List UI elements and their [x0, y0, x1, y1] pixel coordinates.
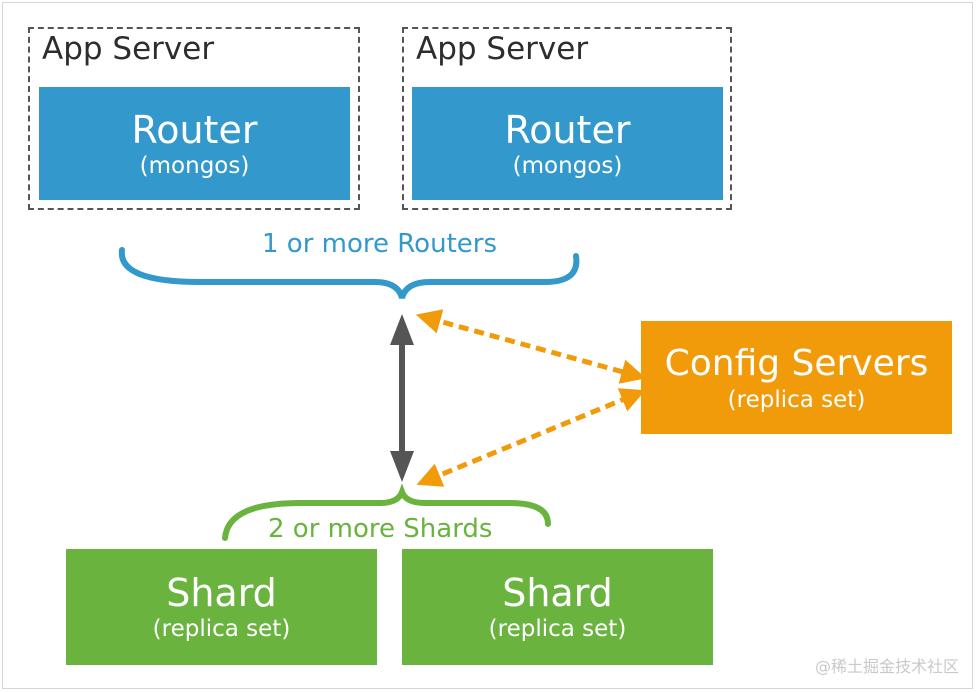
- config-servers-box: Config Servers (replica set): [641, 321, 952, 434]
- shard-box-1: Shard (replica set): [66, 549, 377, 665]
- shards-brace: [222, 483, 551, 541]
- config-servers-title: Config Servers: [664, 342, 929, 384]
- watermark-text: @稀土掘金技术社区: [814, 657, 959, 676]
- app-server-2: App Server Router (mongos): [402, 27, 732, 210]
- router-subtitle: (mongos): [139, 152, 250, 179]
- shard-subtitle: (replica set): [488, 616, 627, 642]
- router-title: Router: [504, 107, 631, 152]
- router-box-1: Router (mongos): [39, 87, 350, 200]
- router-title: Router: [131, 107, 258, 152]
- app-server-label: App Server: [42, 31, 215, 67]
- router-config-arrow: [415, 309, 647, 384]
- app-server-label: App Server: [416, 31, 589, 67]
- shard-config-arrow: [416, 388, 646, 487]
- shards-brace-label: 2 or more Shards: [268, 514, 493, 544]
- router-box-2: Router (mongos): [412, 87, 723, 200]
- config-servers-subtitle: (replica set): [727, 386, 866, 413]
- shard-subtitle: (replica set): [152, 616, 291, 642]
- routers-brace: [118, 247, 580, 299]
- shard-title: Shard: [166, 571, 277, 615]
- router-subtitle: (mongos): [512, 152, 623, 179]
- shard-title: Shard: [502, 571, 613, 615]
- shard-box-2: Shard (replica set): [402, 549, 713, 665]
- app-server-1: App Server Router (mongos): [28, 27, 360, 210]
- router-shard-arrow: [390, 314, 414, 482]
- routers-brace-label: 1 or more Routers: [262, 229, 497, 259]
